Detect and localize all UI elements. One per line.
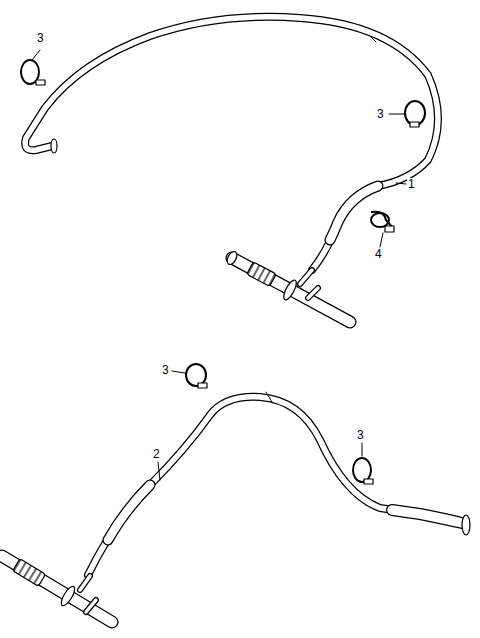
callout-number: 3	[376, 108, 385, 120]
callout-number: 4	[374, 248, 383, 260]
callout-number: 1	[407, 178, 416, 190]
callout-number: 3	[161, 364, 170, 376]
callout-number: 2	[152, 448, 161, 460]
callout-number: 3	[356, 429, 365, 441]
callout-number: 3	[36, 32, 45, 44]
